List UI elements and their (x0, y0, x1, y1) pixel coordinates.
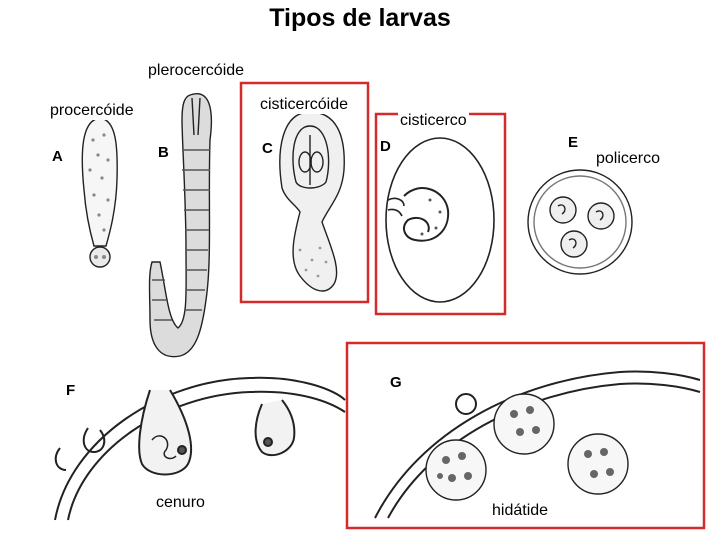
cisticercoide-drawing (279, 111, 345, 292)
figure-letter-b: B (158, 144, 169, 161)
figure-letter-a: A (52, 148, 63, 165)
cisticerco-drawing (385, 137, 495, 303)
hidatide-drawing (374, 370, 701, 519)
figure-letter-c: C (262, 140, 273, 157)
label-policerco: policerco (594, 150, 663, 168)
policerco-drawing (527, 169, 633, 275)
figure-letter-f: F (66, 382, 76, 399)
highlight-box-cisticerco (374, 112, 507, 316)
diagram-title: Tipos de larvas (269, 4, 451, 32)
label-cisticercoide: cisticercóide (258, 96, 351, 114)
label-cenuro: cenuro (154, 494, 207, 512)
label-procercoide: procercóide (48, 102, 136, 120)
figure-letter-g: G (390, 374, 402, 391)
highlight-box-hidatide (345, 341, 706, 530)
label-plerocercoide: plerocercóide (146, 62, 247, 80)
highlight-box-cisticercoide (239, 81, 370, 304)
figure-letter-e: E (568, 134, 579, 151)
plerocercoide-drawing (148, 93, 213, 358)
procercoide-drawing (81, 117, 118, 268)
cenuro-drawing (54, 376, 346, 521)
figure-letter-d: D (380, 138, 391, 155)
label-hidatide: hidátide (490, 502, 551, 520)
label-cisticerco: cisticerco (398, 112, 469, 130)
